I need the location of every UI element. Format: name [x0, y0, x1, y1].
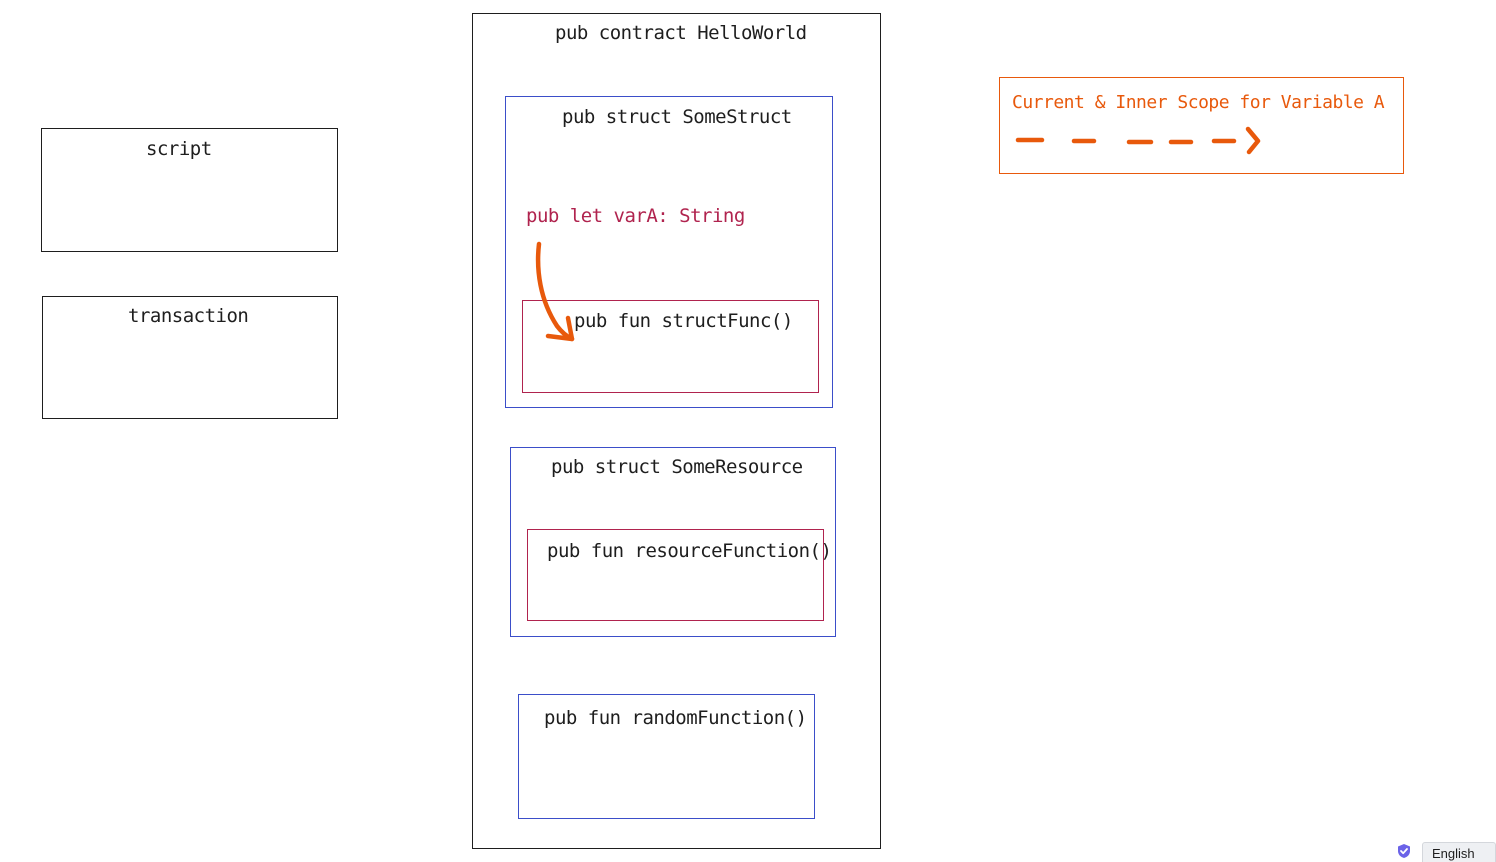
some-resource-label: pub struct SomeResource [551, 456, 803, 478]
struct-func-box[interactable] [522, 300, 819, 393]
transaction-box[interactable] [42, 296, 338, 419]
some-resource-box[interactable] [510, 447, 836, 637]
var-a-label: pub let varA: String [526, 205, 745, 227]
language-widget: English [1396, 840, 1496, 862]
some-struct-box[interactable] [505, 96, 833, 408]
transaction-label: transaction [128, 305, 249, 327]
script-label: script [146, 138, 212, 160]
contract-label: pub contract HelloWorld [555, 22, 807, 44]
random-function-box[interactable] [518, 694, 815, 819]
contract-box[interactable] [472, 13, 881, 849]
struct-func-label: pub fun structFunc() [574, 310, 793, 332]
some-struct-label: pub struct SomeStruct [562, 106, 792, 128]
resource-function-label: pub fun resourceFunction() [547, 540, 832, 562]
language-button[interactable]: English [1422, 842, 1496, 862]
legend-text: Current & Inner Scope for Variable A [1012, 92, 1385, 113]
shield-check-icon [1398, 844, 1410, 858]
random-function-label: pub fun randomFunction() [544, 707, 807, 729]
legend-box[interactable] [999, 77, 1404, 174]
resource-function-box[interactable] [527, 529, 824, 621]
script-box[interactable] [41, 128, 338, 252]
